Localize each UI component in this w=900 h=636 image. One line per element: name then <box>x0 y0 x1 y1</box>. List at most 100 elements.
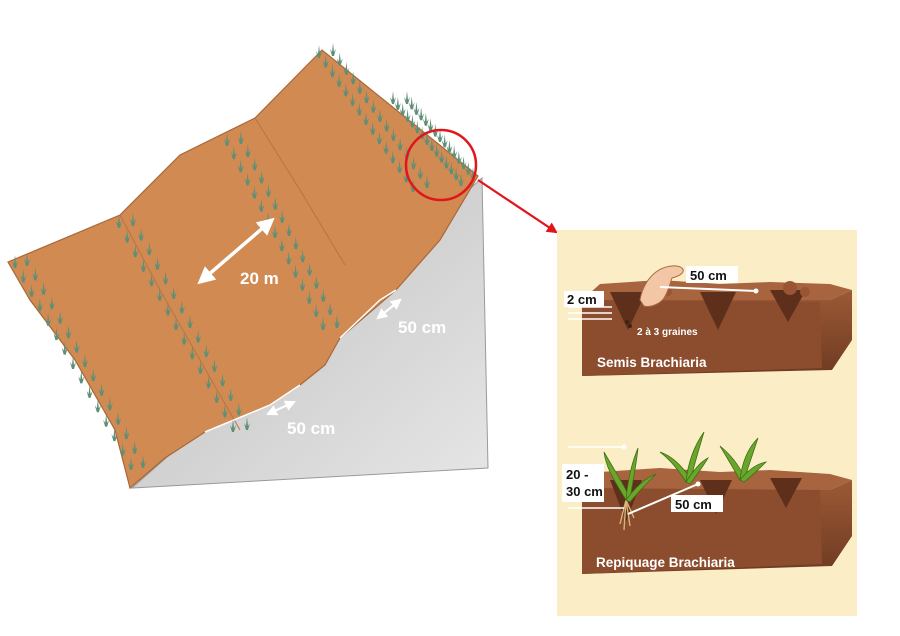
plant-icon <box>397 137 404 151</box>
plant-icon <box>94 399 101 413</box>
plant-icon <box>57 310 64 324</box>
depth-label-bg <box>562 464 604 502</box>
plant-icon <box>329 64 336 78</box>
seed-icon <box>625 320 629 324</box>
plant-icon <box>98 382 105 396</box>
plant-icon <box>443 155 450 169</box>
plant-icon <box>390 91 396 104</box>
plant-icon <box>377 109 383 122</box>
plant-icon <box>363 112 369 125</box>
plant-icon <box>213 389 220 403</box>
row-spacing-arrow <box>197 217 275 285</box>
plant-icon <box>285 251 292 265</box>
plant-icon <box>418 107 425 121</box>
plant-icon <box>24 253 30 266</box>
furrow-width-label-lower: 50 cm <box>287 419 335 438</box>
plant-icon <box>286 223 292 236</box>
plant-icon <box>106 397 113 411</box>
plant-icon <box>409 114 416 128</box>
plant-icon <box>140 455 146 468</box>
width-guide-end <box>695 481 701 487</box>
plant-icon <box>28 283 35 297</box>
row-spacing-label: 20 m <box>240 269 279 288</box>
sowing-furrow <box>610 292 646 330</box>
plant-icon <box>278 238 285 252</box>
sowing-depth-label: 2 cm <box>567 292 597 307</box>
plant-icon <box>422 112 429 126</box>
transplant-depth-label-line2: 30 cm <box>566 484 603 499</box>
plant-icon <box>244 172 251 186</box>
plant-icon <box>389 150 396 164</box>
plant-icon <box>48 296 55 310</box>
plant-icon <box>78 370 85 384</box>
plant-icon <box>417 165 424 179</box>
plant-icon <box>383 140 390 154</box>
plant-icon <box>390 127 397 141</box>
plant-icon <box>448 161 455 175</box>
sowing-soil-front-face <box>582 300 822 376</box>
plant-icon <box>154 256 161 270</box>
plant-icon <box>195 329 202 343</box>
width-guide-end <box>753 288 759 294</box>
plant-icon <box>320 317 326 330</box>
plant-icon <box>394 96 401 110</box>
plant-icon <box>90 368 97 382</box>
plant-icon <box>82 354 88 367</box>
plant-icon <box>132 244 139 258</box>
plant-icon <box>299 277 306 291</box>
plant-icon <box>251 185 258 199</box>
terrace-crease <box>254 117 346 266</box>
sowing-block: 50 cm 2 cm 2 à 3 graines Semis Brachiari… <box>564 265 852 376</box>
plant-icon <box>237 159 244 173</box>
plant-icon <box>396 159 403 173</box>
plant-icon <box>414 120 421 134</box>
plant-icon <box>20 269 27 283</box>
width-guide <box>659 286 757 292</box>
plant-icon <box>115 411 122 425</box>
transplant-furrow <box>770 478 802 508</box>
plant-icon <box>251 157 258 171</box>
plant-icon <box>424 132 430 145</box>
plant-icon <box>292 264 299 278</box>
plant-icon <box>258 198 265 212</box>
plant-icon <box>451 145 458 159</box>
plant-icon <box>327 301 334 315</box>
width-label-bg <box>686 266 738 283</box>
plant-icon <box>230 419 236 432</box>
plant-icon <box>219 373 226 387</box>
plant-icon <box>187 315 193 328</box>
plant-icon <box>138 227 145 241</box>
plant-icon <box>111 428 118 442</box>
plant-icon <box>292 236 299 250</box>
plant-icon <box>12 255 18 268</box>
width-label-bg <box>671 495 723 512</box>
plant-icon <box>119 442 126 456</box>
transplant-caption: Repiquage Brachiaria <box>596 555 735 570</box>
transplant-depth-label-line1: 20 - <box>566 467 588 482</box>
plant-icon <box>306 262 313 276</box>
plant-icon <box>61 341 68 355</box>
plant-icon <box>131 440 138 454</box>
plant-icon <box>189 346 196 360</box>
plant-icon <box>128 457 134 470</box>
plant-icon <box>279 209 286 223</box>
transplant-width-label: 50 cm <box>675 497 712 512</box>
plant-icon <box>244 144 251 158</box>
plant-icon <box>313 275 320 289</box>
sprout-icon <box>659 431 710 485</box>
sowing-caption: Semis Brachiaria <box>597 355 707 370</box>
furrow-width-arrow-lower <box>266 400 296 416</box>
plant-icon <box>446 139 453 153</box>
furrow-width-label-upper: 50 cm <box>398 318 446 337</box>
hill-slope <box>7 43 489 490</box>
plant-icon <box>356 102 363 116</box>
plant-icon <box>376 131 383 145</box>
plant-icon <box>272 196 279 210</box>
plant-icon <box>36 298 43 312</box>
plant-icon <box>313 303 320 317</box>
plant-icon <box>336 73 343 87</box>
sprout-icon <box>603 447 657 503</box>
plant-icon <box>124 229 131 243</box>
callout-arrow <box>477 179 558 234</box>
plant-icon <box>433 143 440 157</box>
